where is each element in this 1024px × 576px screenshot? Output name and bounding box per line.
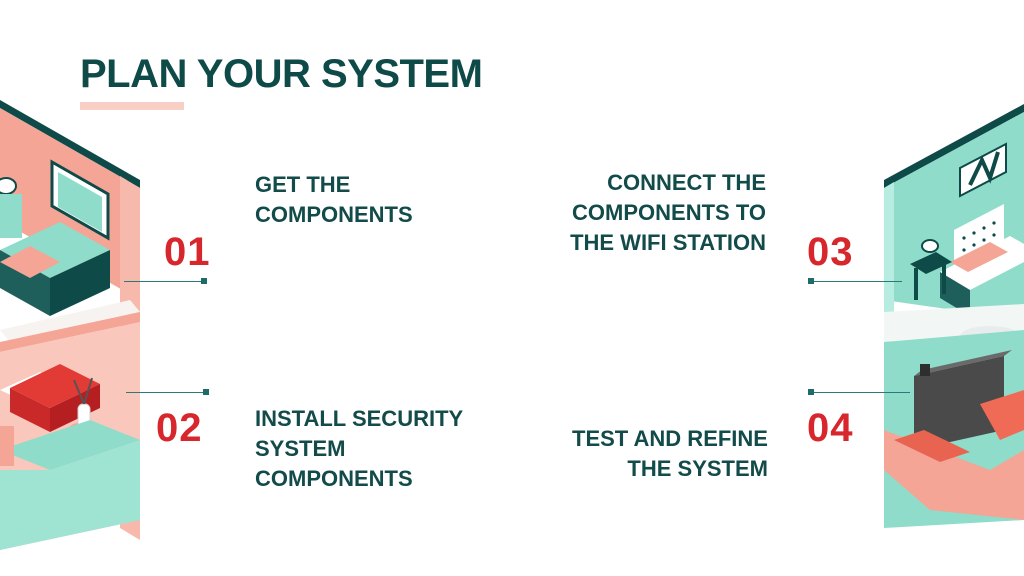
step-02-connector-dot [203,389,209,395]
step-01-line-1: GET THE [255,172,351,197]
page-title: PLAN YOUR SYSTEM [80,52,483,96]
right-house-illustration [884,104,1024,528]
step-01-connector-dot [201,278,207,284]
step-03-text: CONNECT THE COMPONENTS TO THE WIFI STATI… [570,168,766,258]
step-number-01: 01 [164,230,211,274]
step-02-line-2: SYSTEM [255,436,346,461]
step-04-text: TEST AND REFINE THE SYSTEM [572,424,768,484]
step-02-text: INSTALL SECURITY SYSTEM COMPONENTS [255,404,463,494]
step-01-connector [124,281,204,282]
step-03-line-3: THE WIFI STATION [570,230,766,255]
step-03-line-2: COMPONENTS TO [572,200,766,225]
step-02-line-3: COMPONENTS [255,466,413,491]
step-number-04: 04 [807,406,854,450]
left-house-illustration [0,100,140,550]
step-number-02: 02 [156,406,203,450]
step-01-text: GET THE COMPONENTS [255,170,413,230]
title-underline [80,102,184,110]
step-02-connector [126,392,206,393]
step-03-connector-dot [808,278,814,284]
step-02-line-1: INSTALL SECURITY [255,406,464,431]
step-number-03: 03 [807,230,854,274]
step-03-line-1: CONNECT THE [607,170,766,195]
step-04-connector [810,392,910,393]
step-04-line-1: TEST AND REFINE [572,426,768,451]
step-01-line-2: COMPONENTS [255,202,413,227]
step-04-line-2: THE SYSTEM [627,456,768,481]
step-03-connector [810,281,902,282]
step-04-connector-dot [808,389,814,395]
